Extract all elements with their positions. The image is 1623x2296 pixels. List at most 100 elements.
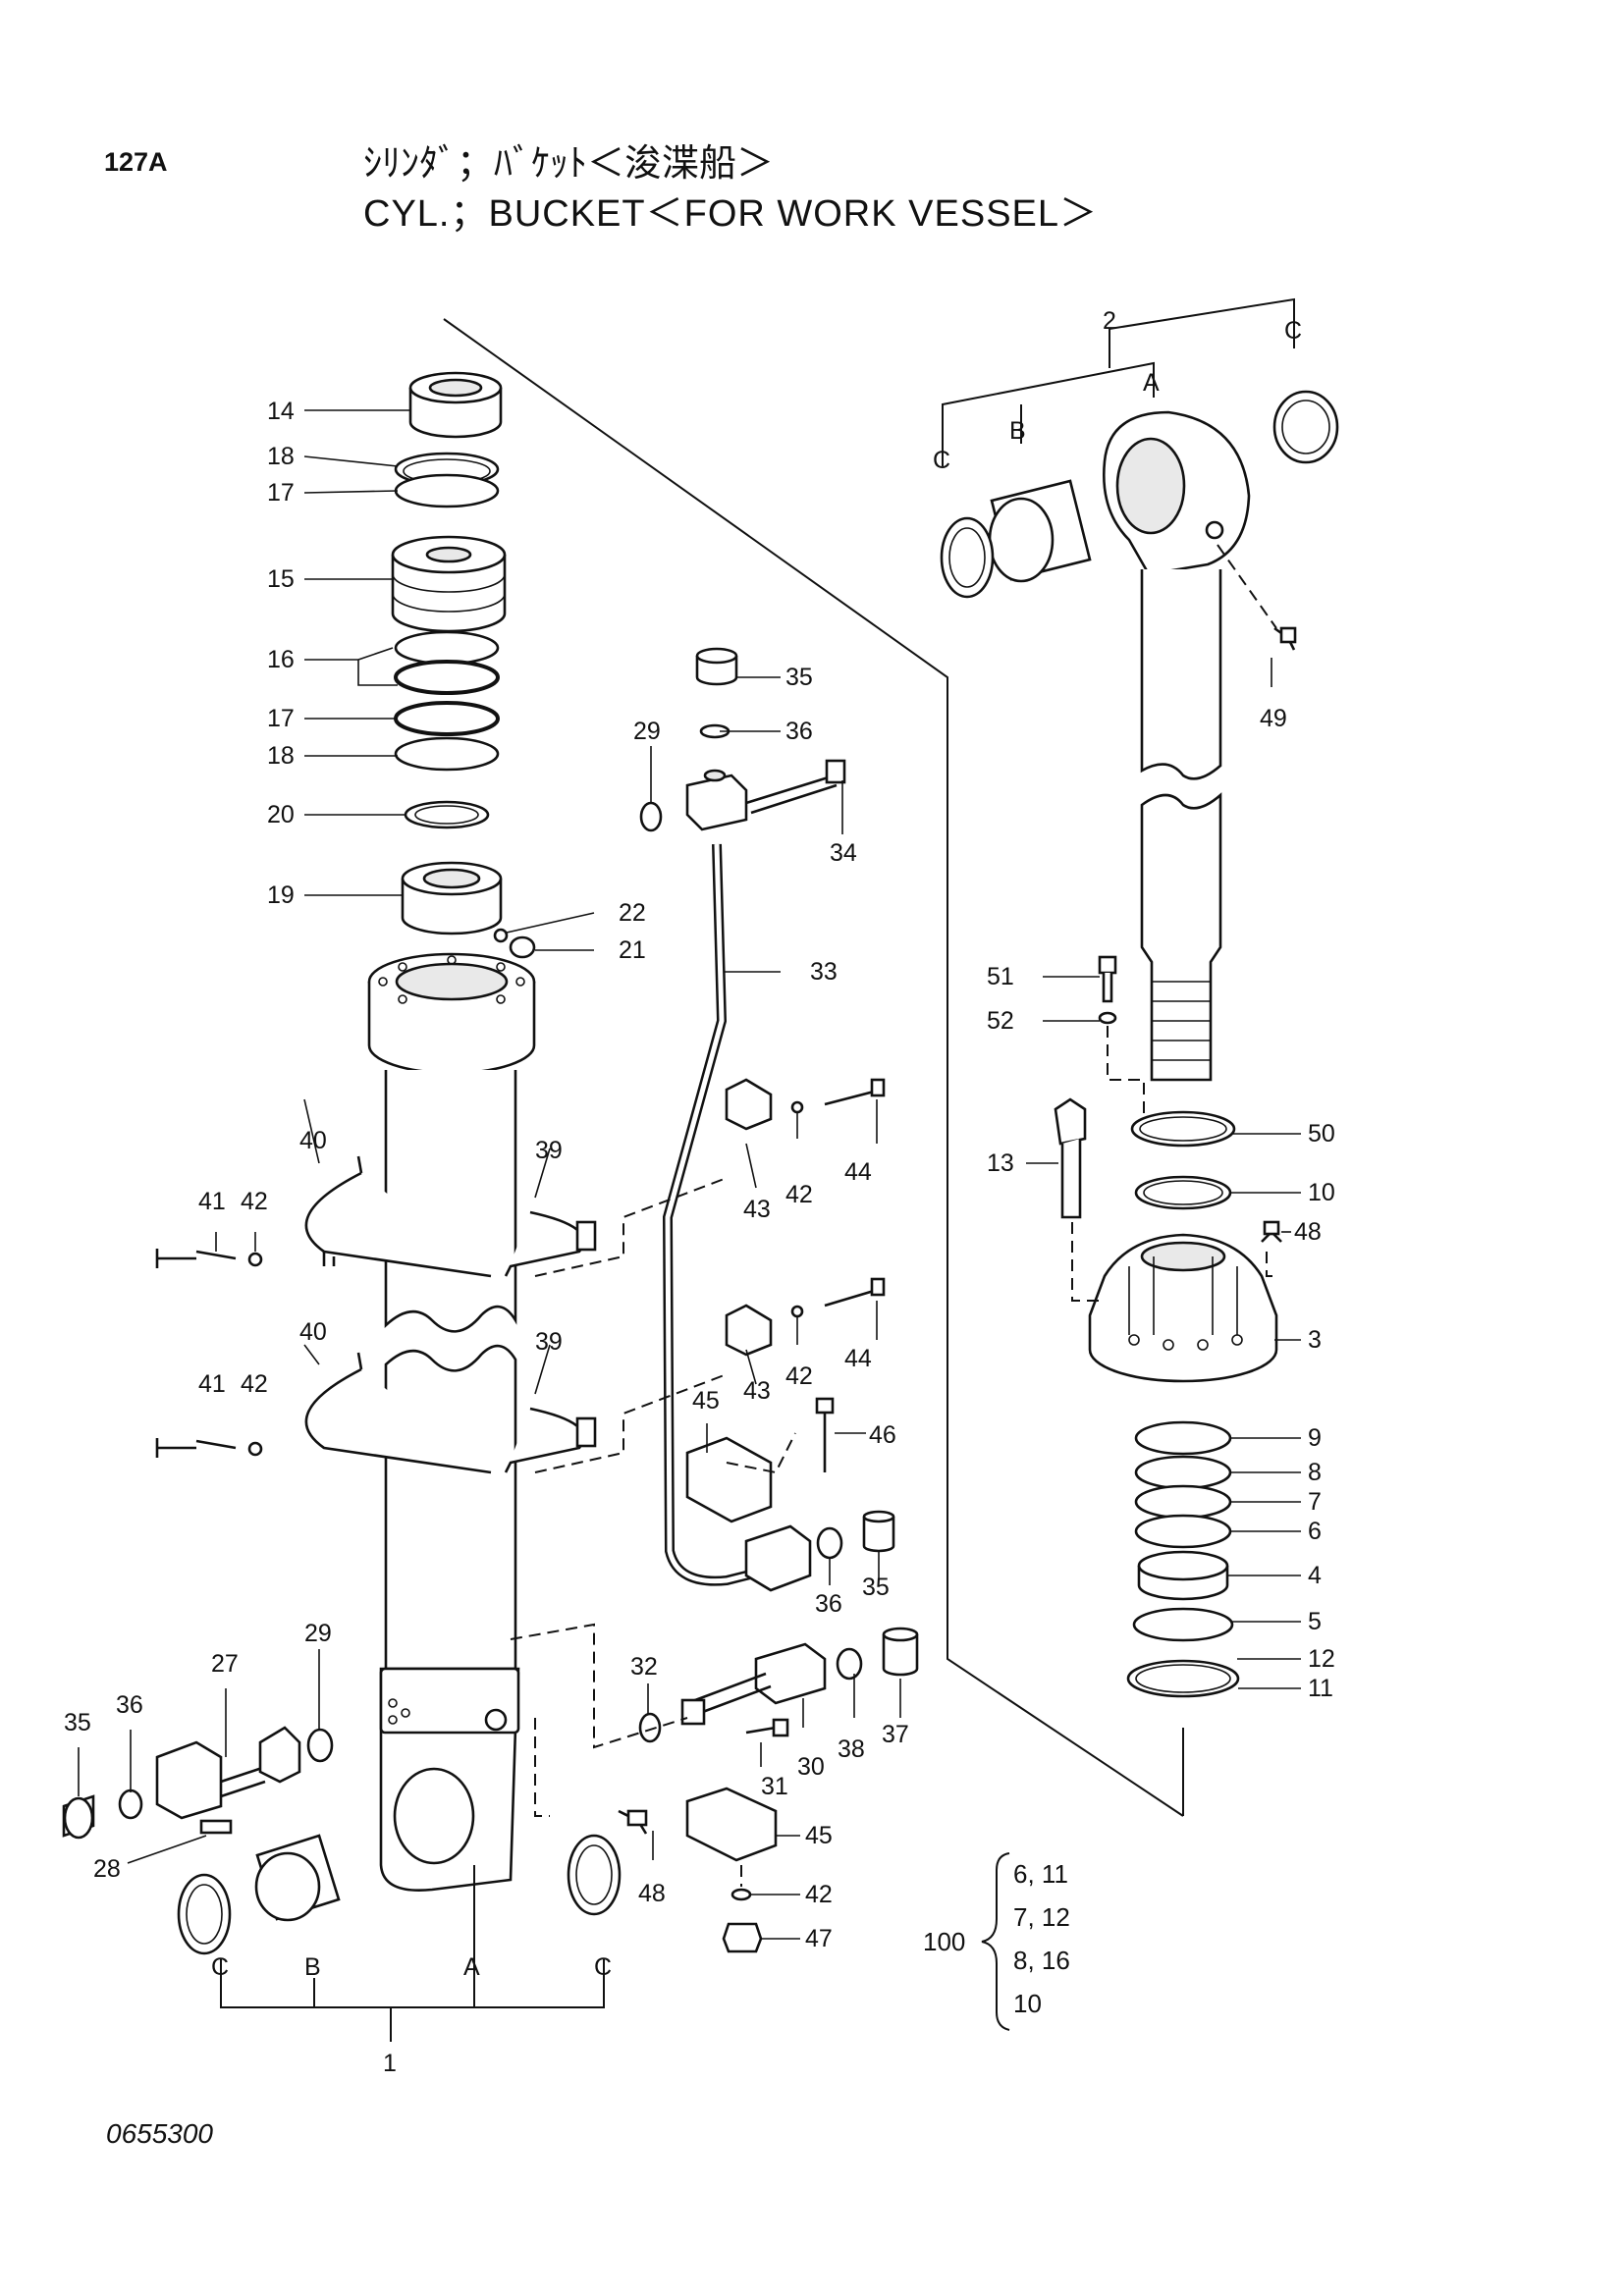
- label-43-lower: 43: [743, 1377, 771, 1405]
- label-38: 38: [838, 1735, 865, 1763]
- letter-c-left-1: C: [211, 1953, 229, 1981]
- label-18b: 18: [267, 742, 295, 770]
- label-48-right: 48: [1294, 1218, 1322, 1246]
- bolt-13: [1054, 1097, 1087, 1219]
- kit-line-2: 7, 12: [1013, 1902, 1070, 1932]
- bracket-part-2: [942, 297, 1295, 466]
- label-47: 47: [805, 1925, 833, 1952]
- nut-19: [401, 861, 536, 959]
- kit-brace: [981, 1852, 1010, 2031]
- group-letters: A B C C A B C C: [211, 317, 1302, 1981]
- label-10: 10: [1308, 1179, 1335, 1206]
- label-28: 28: [93, 1855, 121, 1883]
- label-17b: 17: [267, 705, 295, 732]
- label-31: 31: [761, 1773, 788, 1800]
- label-11: 11: [1308, 1675, 1333, 1702]
- letter-c-right-top: C: [1284, 317, 1302, 345]
- part-labels: 14 18 17 15 16 17 18 20 19 22 21 35 36 2…: [64, 307, 1335, 2077]
- label-44-upper: 44: [844, 1158, 872, 1186]
- label-39-lower: 39: [535, 1328, 563, 1356]
- grease-fitting-48-left: [618, 1809, 648, 1835]
- label-32: 32: [630, 1653, 658, 1681]
- label-20: 20: [267, 801, 295, 828]
- letter-b-left: B: [304, 1953, 321, 1981]
- label-44-lower: 44: [844, 1345, 872, 1372]
- block-30-37: [638, 1627, 919, 1743]
- kit-number: 100: [923, 1927, 965, 1956]
- letter-b-right: B: [1009, 417, 1026, 445]
- label-12: 12: [1308, 1645, 1335, 1673]
- label-39-upper: 39: [535, 1137, 563, 1164]
- label-16: 16: [267, 646, 295, 673]
- kit-line-3: 8, 16: [1013, 1946, 1070, 1975]
- block-34-35: [639, 647, 846, 832]
- label-7: 7: [1308, 1488, 1322, 1516]
- label-14: 14: [267, 398, 295, 425]
- rod-head-3: [1088, 1220, 1282, 1383]
- pipe-33: [662, 843, 768, 1586]
- letter-c-right-left: C: [933, 447, 950, 474]
- label-17: 17: [267, 479, 295, 507]
- label-42-upper: 42: [241, 1188, 268, 1215]
- label-8: 8: [1308, 1459, 1322, 1486]
- label-35-mid: 35: [862, 1574, 890, 1601]
- label-42-bottom: 42: [805, 1881, 833, 1908]
- rod-shaft: [1140, 569, 1222, 1082]
- kit-table: 100 6, 11 7, 12 8, 16 10: [923, 1859, 1070, 2018]
- letter-c-left-2: C: [594, 1953, 612, 1981]
- label-29-left: 29: [304, 1620, 332, 1647]
- label-40-upper: 40: [299, 1127, 327, 1154]
- bracket-45-lower: [685, 1787, 778, 1953]
- label-40-lower: 40: [299, 1318, 327, 1346]
- label-36-top: 36: [785, 718, 813, 745]
- label-41-upper: 41: [198, 1188, 226, 1215]
- label-18: 18: [267, 443, 295, 470]
- label-34: 34: [830, 839, 857, 867]
- label-21: 21: [619, 936, 646, 964]
- label-33: 33: [810, 958, 838, 986]
- lock-plate-50: [1130, 1110, 1236, 1148]
- label-22: 22: [619, 899, 646, 927]
- washer-20: [404, 800, 490, 829]
- label-4: 4: [1308, 1562, 1322, 1589]
- rod-eye-a: [1103, 410, 1251, 576]
- label-37: 37: [882, 1721, 909, 1748]
- label-45-lower: 45: [805, 1822, 833, 1849]
- blocks-43-44: [725, 1078, 886, 1357]
- label-29-top: 29: [633, 718, 661, 745]
- grease-fitting-49: [1273, 626, 1297, 651]
- label-13: 13: [987, 1149, 1014, 1177]
- block-27: [62, 1726, 334, 1840]
- label-2: 2: [1103, 307, 1116, 335]
- piston-15: [391, 535, 507, 633]
- dashed-connectors: [510, 544, 1277, 1887]
- label-5: 5: [1308, 1608, 1322, 1635]
- label-30: 30: [797, 1753, 825, 1781]
- label-35-left: 35: [64, 1709, 91, 1736]
- label-36-mid: 36: [815, 1590, 842, 1618]
- label-36-left: 36: [116, 1691, 143, 1719]
- label-27: 27: [211, 1650, 239, 1678]
- page-number: 127A: [104, 147, 168, 177]
- label-45-upper: 45: [692, 1387, 720, 1415]
- label-42-mid2: 42: [785, 1362, 813, 1390]
- label-49: 49: [1260, 705, 1287, 732]
- clamp-upper: [155, 1155, 597, 1278]
- label-48-left: 48: [638, 1880, 666, 1907]
- label-15: 15: [267, 565, 295, 593]
- seal-rings-16-17-18: [394, 630, 500, 772]
- label-50: 50: [1308, 1120, 1335, 1148]
- bushing-b-right: [940, 390, 1339, 599]
- cylinder-tube: [367, 952, 536, 1892]
- bushing-b-left: [177, 1834, 622, 1955]
- label-42-lower: 42: [241, 1370, 268, 1398]
- label-19: 19: [267, 881, 295, 909]
- label-43-upper: 43: [743, 1196, 771, 1223]
- label-52: 52: [987, 1007, 1014, 1035]
- cover-14: [408, 371, 503, 439]
- bolt-51-52: [1098, 955, 1117, 1025]
- label-9: 9: [1308, 1424, 1322, 1452]
- label-3: 3: [1308, 1326, 1322, 1354]
- kit-line-1: 6, 11: [1013, 1859, 1068, 1889]
